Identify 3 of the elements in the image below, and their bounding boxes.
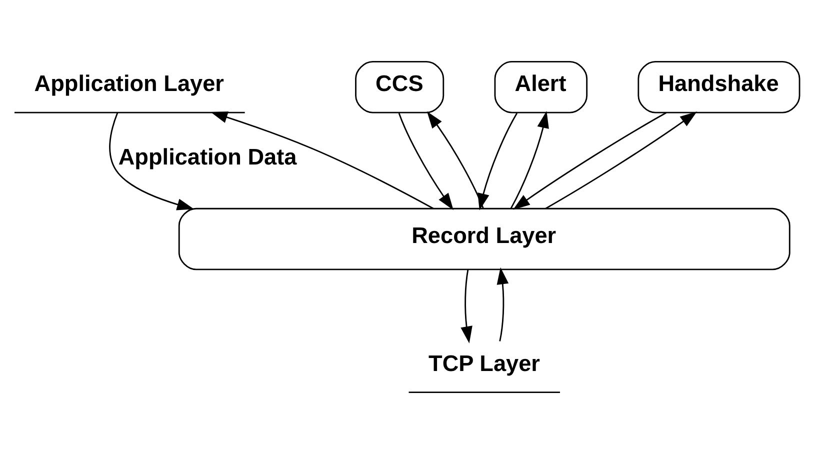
node-text: TCP Layer <box>428 350 540 376</box>
node-text: Application Layer <box>34 71 224 96</box>
edge-label: Application Data <box>118 144 297 170</box>
